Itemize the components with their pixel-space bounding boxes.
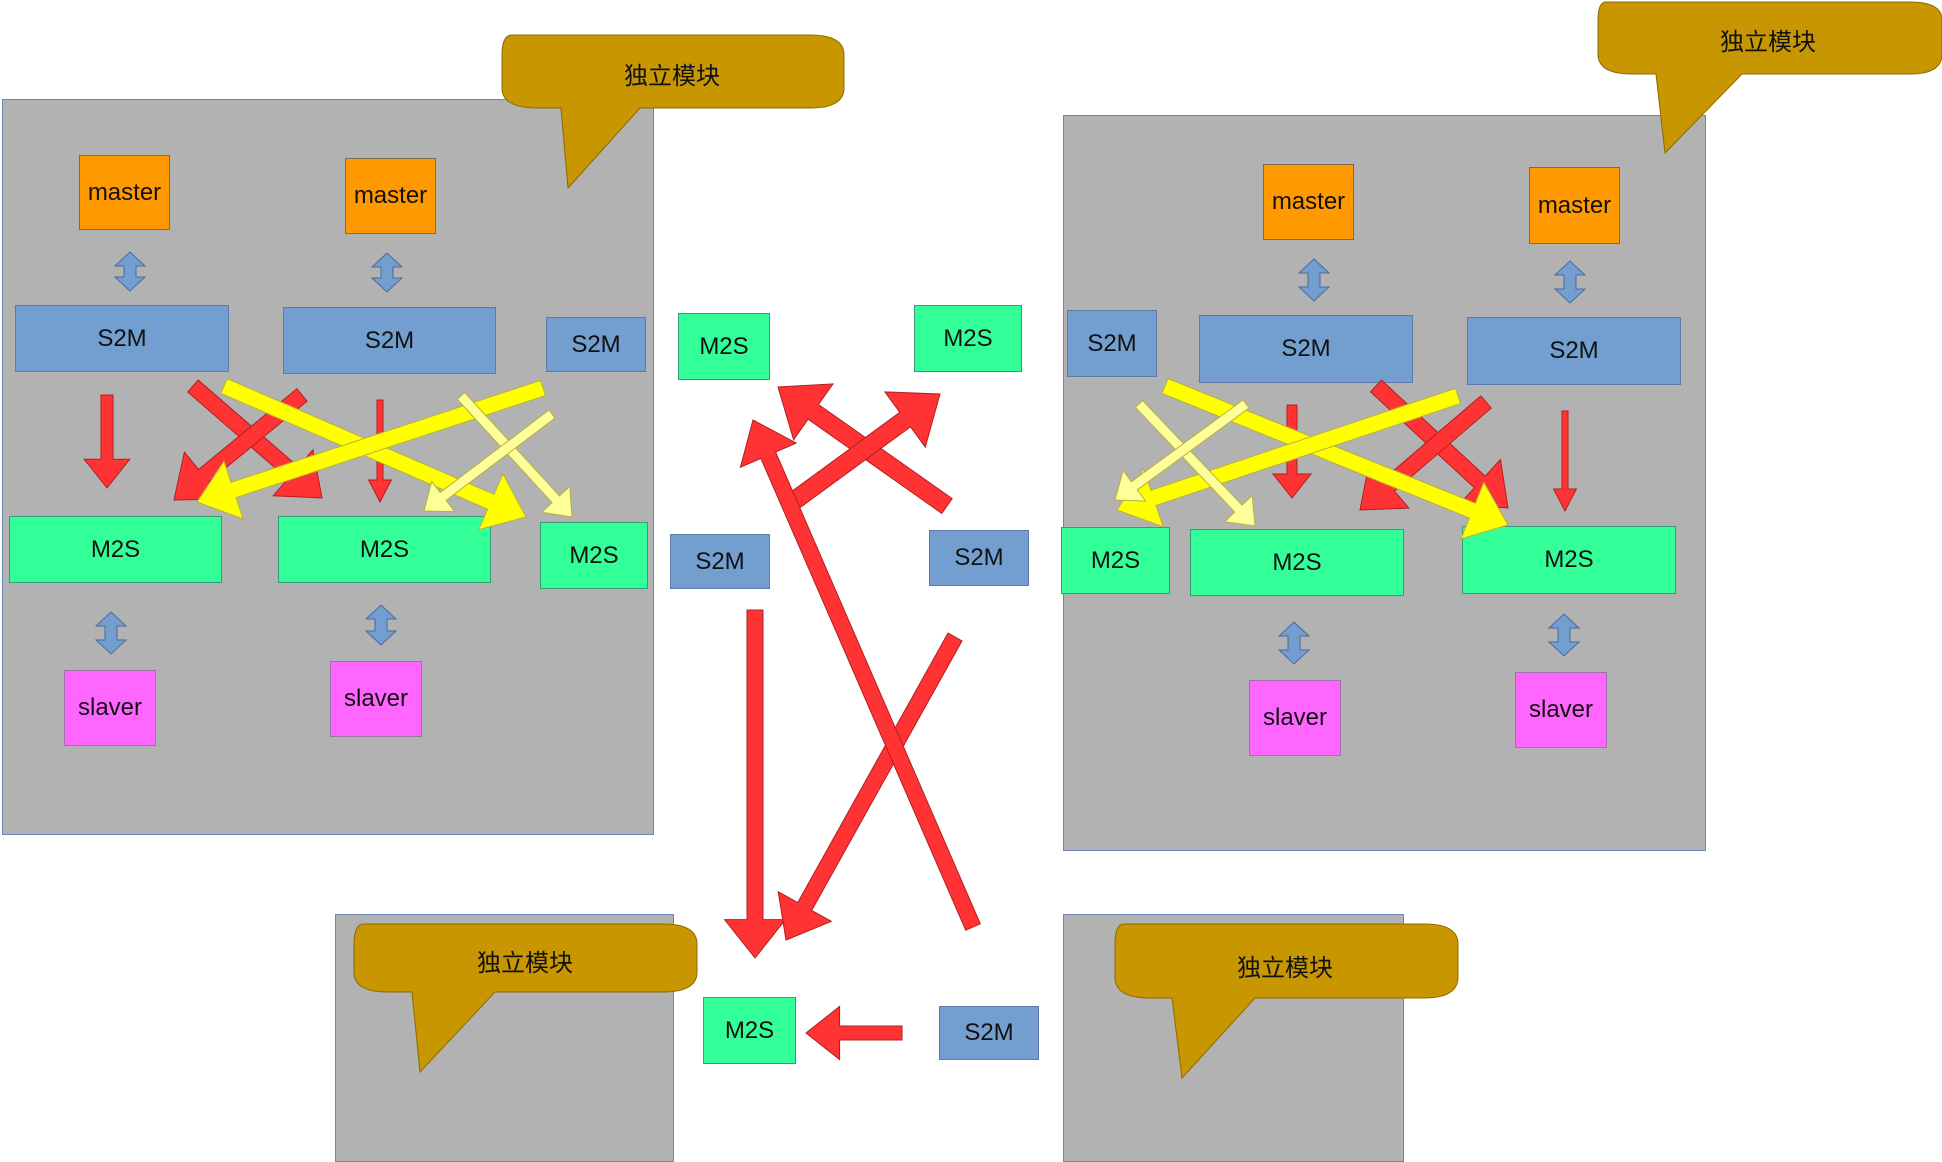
connection-arrow (1161, 377, 1509, 540)
callout-label: 独立模块 (477, 949, 573, 977)
m2s-box: M2S (1190, 529, 1404, 596)
connection-arrow (1116, 387, 1462, 528)
connection-arrow (196, 379, 547, 520)
m2s-box: M2S (540, 522, 648, 589)
connection-arrow (456, 391, 573, 518)
connection-arrow (739, 419, 981, 931)
m2s-box: M2S (914, 305, 1022, 372)
master-box: master (345, 158, 436, 234)
m2s-box: M2S (678, 313, 770, 380)
double-arrow-icon (94, 251, 1587, 665)
connection-arrow (1552, 410, 1578, 513)
slaver-box: slaver (1515, 672, 1607, 748)
s2m-box: S2M (283, 307, 496, 374)
s2m-box: S2M (546, 317, 646, 372)
s2m-box: S2M (1467, 317, 1681, 385)
slaver-box: slaver (64, 670, 156, 746)
callout-label: 独立模块 (624, 62, 720, 90)
s2m-box: S2M (939, 1006, 1039, 1060)
connection-arrow (723, 609, 787, 959)
m2s-box: M2S (1462, 526, 1676, 594)
master-box: master (1529, 167, 1620, 244)
m2s-box: M2S (278, 516, 491, 583)
connection-arrow (1114, 399, 1250, 502)
callout-label: 独立模块 (1720, 28, 1816, 56)
s2m-box: S2M (670, 534, 770, 589)
connection-arrow (1134, 399, 1256, 527)
connection-arrow (83, 394, 131, 489)
master-box: master (79, 155, 170, 230)
m2s-box: M2S (703, 997, 796, 1064)
s2m-box: S2M (1067, 310, 1157, 377)
connection-arrow (777, 632, 963, 941)
connection-arrow (423, 409, 556, 513)
connection-arrows (83, 377, 1578, 1061)
callout-shape (353, 1, 1942, 1080)
s2m-box: S2M (1199, 315, 1413, 383)
m2s-box: M2S (9, 516, 222, 583)
slaver-box: slaver (1249, 680, 1341, 756)
connection-arrow (781, 391, 941, 514)
m2s-box: M2S (1061, 527, 1170, 594)
slaver-box: slaver (330, 661, 422, 737)
connection-arrow (805, 1005, 903, 1061)
master-box: master (1263, 164, 1354, 240)
s2m-box: S2M (929, 530, 1029, 586)
s2m-box: S2M (15, 305, 229, 372)
callout-label: 独立模块 (1237, 954, 1333, 982)
